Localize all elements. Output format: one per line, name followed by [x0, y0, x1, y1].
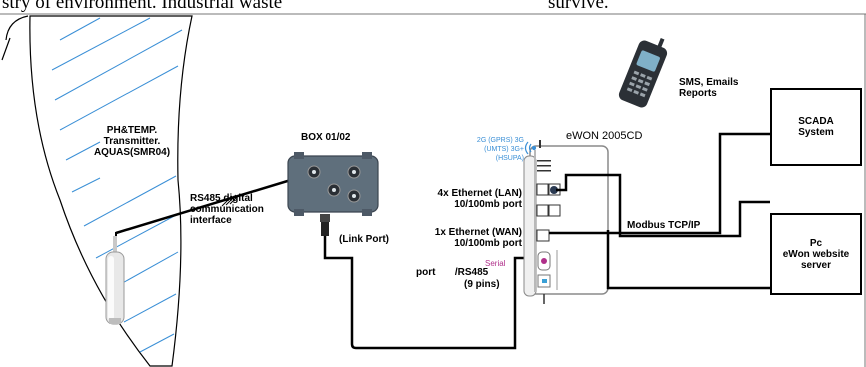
water-outline: [29, 15, 193, 367]
water-area: [1, 15, 193, 367]
lan-port-label: 4x Ethernet (LAN) 10/100mb port: [437, 188, 522, 210]
top-cropped-text-left: stry of environment. Industrial waste: [2, 0, 283, 13]
box-label: BOX 01/02: [301, 132, 351, 143]
link-port-label: (Link Port): [339, 234, 389, 245]
box-device: [287, 152, 379, 222]
rs485-label: RS485 digital communication interface: [190, 193, 264, 226]
ph-temp-sensor-probe: [105, 236, 125, 325]
cable-break-marks: [221, 193, 241, 207]
link-port-cable: [321, 222, 530, 350]
water-hatching: [51, 17, 183, 353]
scada-system-box: SCADA System: [770, 88, 862, 166]
pc-server-label: Pc eWon website server: [782, 237, 850, 271]
top-cropped-text-right: survive.: [548, 0, 609, 13]
wan-port-label: 1x Ethernet (WAN) 10/100mb port: [434, 227, 522, 249]
wireless-signal-icon: [524, 141, 537, 155]
mobile-phone-icon: [618, 38, 668, 108]
transmitter-label: PH&TEMP. Transmitter. AQUAS(SMR04): [93, 125, 171, 158]
pins-label: (9 pins): [464, 279, 500, 290]
pc-server-box: Pc eWon website server: [770, 213, 862, 295]
serial-port-label: port /RS485: [416, 267, 489, 278]
rs485-cable: [115, 174, 305, 235]
sms-emails-label: SMS, Emails Reports: [679, 77, 739, 99]
ewon-device: [523, 140, 609, 304]
ground-edge: [1, 15, 29, 61]
scada-system-label: SCADA System: [798, 116, 834, 138]
pc-cable: [606, 230, 770, 290]
serial-label: Serial: [485, 259, 506, 268]
network-types-label: 2G (GPRS) 3G (UMTS) 3G+ (HSUPA): [476, 137, 524, 162]
wan-cable: [549, 132, 770, 235]
ewon-label: eWON 2005CD: [566, 130, 643, 142]
lan-cable: [556, 173, 770, 238]
modbus-label: Modbus TCP/IP: [627, 220, 701, 231]
